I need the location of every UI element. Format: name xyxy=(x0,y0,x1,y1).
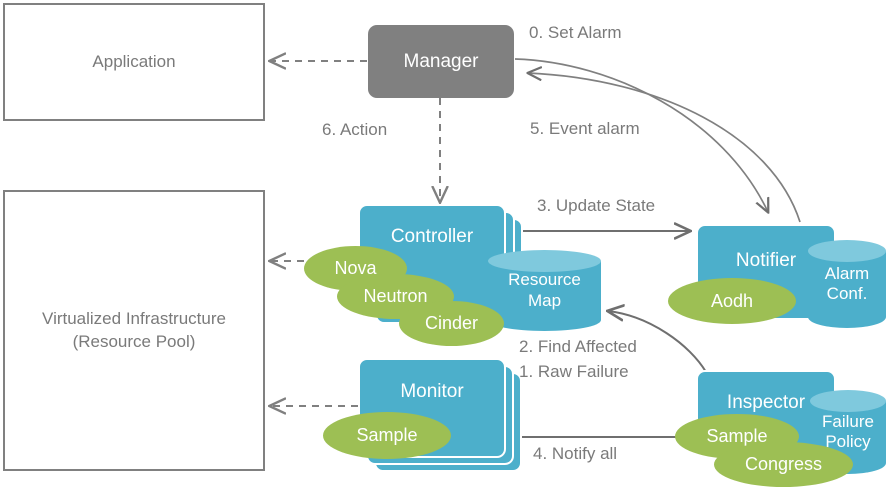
monitor-label: Monitor xyxy=(400,381,464,402)
flow-label-update-state: 2. Find Affected xyxy=(519,337,637,356)
flow-label-event-alarm: 5. Event alarm xyxy=(530,119,640,138)
tag-congress-label: Congress xyxy=(744,454,823,474)
flow-label-raw-failure: 4. Notify all xyxy=(533,444,618,463)
application-label: Application xyxy=(92,51,176,71)
tag-cinder: Cinder xyxy=(399,301,504,346)
infrastructure-label-line1: Virtualized Infrastructure xyxy=(42,308,226,328)
tag-nova-label: Nova xyxy=(334,258,377,278)
cylinder-top xyxy=(808,240,886,262)
controller-label: Controller xyxy=(390,226,474,247)
tag-aodh: Aodh xyxy=(668,278,796,324)
tag-neutron-label: Neutron xyxy=(363,286,428,306)
tag-sample-monitor: Sample xyxy=(323,412,451,459)
cylinder-top xyxy=(810,390,886,412)
infrastructure-label-line2: (Resource Pool) xyxy=(72,331,196,351)
failure-policy-line2: Policy xyxy=(825,432,871,451)
alarm-conf-label: Alarm Conf. xyxy=(808,240,886,328)
flow-label-find-affected: 1. Raw Failure xyxy=(519,362,629,381)
connector-update-state-find-affected xyxy=(608,311,707,373)
flow-label-action: 6. Action xyxy=(322,120,388,139)
cylinder-top xyxy=(488,250,601,272)
resource-map-line1: Resource xyxy=(508,270,581,290)
infrastructure-box: Virtualized Infrastructure (Resource Poo… xyxy=(3,190,265,471)
manager-box: Manager xyxy=(368,25,514,98)
flow-label-set-alarm: 0. Set Alarm xyxy=(529,23,622,42)
alarm-conf-line1: Alarm xyxy=(824,263,870,283)
tag-neutron: Neutron xyxy=(337,274,454,319)
notifier-label: Notifier xyxy=(735,250,797,271)
tag-congress: Congress xyxy=(714,442,853,487)
alarm-conf-line2: Conf. xyxy=(826,284,868,303)
failure-policy-label: Failure Policy xyxy=(810,390,886,474)
application-box: Application xyxy=(3,3,265,121)
resource-map-label: Resource Map xyxy=(488,250,601,331)
flow-label-notify-all: 3. Update State xyxy=(537,196,656,215)
alarm-conf-cylinder: Alarm Conf. xyxy=(808,240,886,328)
connector-event-alarm xyxy=(528,73,801,223)
resource-map-line2: Map xyxy=(527,290,562,310)
tag-aodh-label: Aodh xyxy=(710,290,754,311)
cylinder-body xyxy=(808,251,886,317)
inspector-label: Inspector xyxy=(726,392,806,413)
tag-sample-inspector-label: Sample xyxy=(706,426,768,446)
resource-map-cylinder: Resource Map xyxy=(488,250,601,331)
connector-set-alarm xyxy=(514,58,768,212)
tag-cinder-label: Cinder xyxy=(424,313,479,333)
tag-sample-monitor-label: Sample xyxy=(356,425,418,445)
manager-label: Manager xyxy=(403,50,479,72)
failure-policy-line1: Failure xyxy=(822,411,874,431)
